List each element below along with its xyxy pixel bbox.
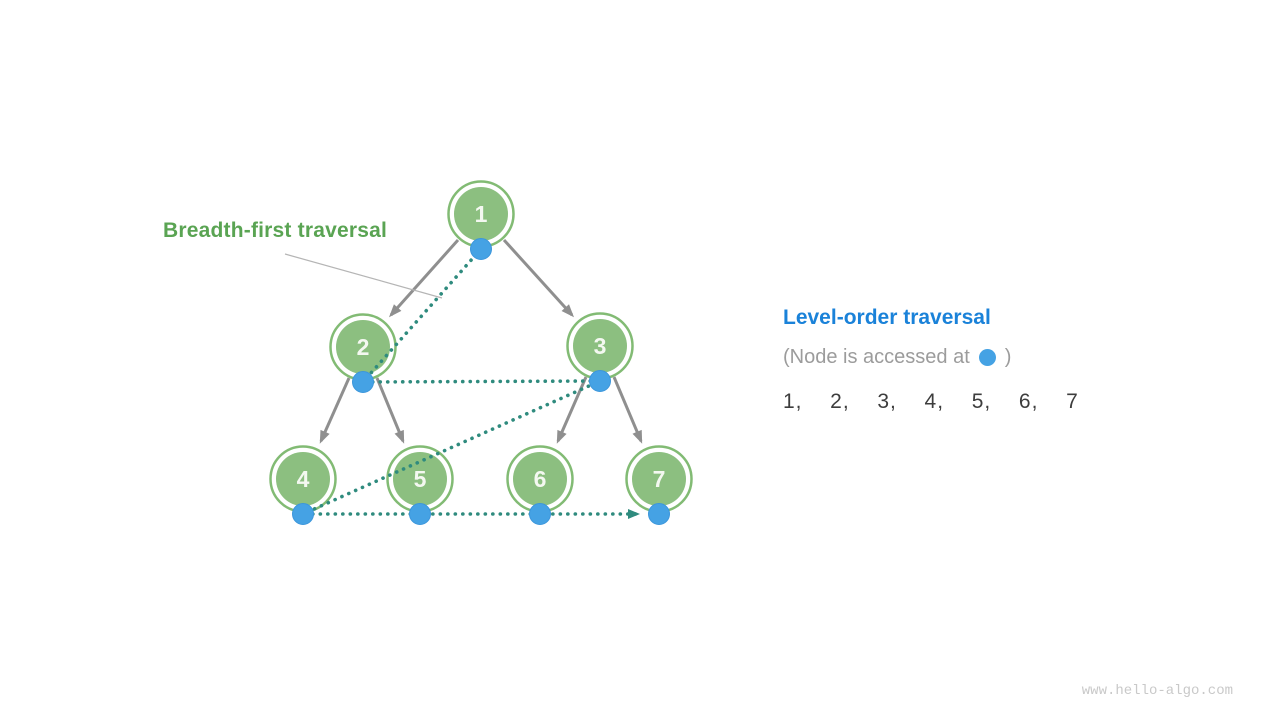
access-dot-icon: [978, 349, 996, 366]
label-pointer-line: [284, 253, 443, 299]
legend-block: Level-order traversal (Node is accessed …: [783, 306, 1113, 414]
edge-3-7: [612, 376, 643, 444]
node-body: [276, 452, 330, 506]
watermark-url: www.hello-algo.com: [1081, 683, 1233, 699]
tree-node-4: 4: [269, 445, 337, 513]
edge-1-2: [389, 239, 460, 318]
node-body: [513, 452, 567, 506]
access-dot-2: [352, 371, 374, 393]
tree-node-7: 7: [625, 445, 693, 513]
node-body: [393, 452, 447, 506]
node-label: 1: [475, 201, 488, 227]
edge-1-3: [502, 238, 575, 318]
node-body: [336, 320, 390, 374]
traversal-path: [301, 247, 640, 519]
tree-node-5: 5: [386, 445, 454, 513]
tree-node-3: 3: [566, 312, 634, 380]
node-label: 2: [357, 334, 370, 360]
node-label: 5: [414, 466, 427, 492]
node-label: 4: [297, 466, 310, 492]
legend-title: Level-order traversal: [783, 306, 991, 329]
tree-node-2: 2: [329, 313, 397, 381]
access-dot-1: [470, 238, 492, 260]
tree-node-6: 6: [506, 445, 574, 513]
edge-2-5: [375, 377, 405, 444]
legend-note-close-paren: ): [1004, 346, 1012, 368]
access-dot-3: [589, 370, 611, 392]
breadth-first-traversal-label: Breadth-first traversal: [163, 219, 388, 242]
traversal-sequence: 1, 2, 3, 4, 5, 6, 7: [783, 390, 1079, 413]
legend-note: (Node is accessed at ): [783, 346, 1113, 369]
node-label: 3: [594, 333, 607, 359]
edge-2-4: [319, 377, 351, 444]
access-dot-4: [292, 503, 314, 525]
node-label: 7: [653, 466, 666, 492]
legend-note-text: (Node is accessed at: [783, 346, 970, 368]
access-dots: [292, 238, 670, 525]
node-body: [632, 452, 686, 506]
tree-node-1: 1: [447, 180, 515, 248]
node-body: [573, 319, 627, 373]
edge-3-6: [556, 376, 588, 444]
node-body: [454, 187, 508, 241]
node-label: 6: [534, 466, 547, 492]
access-dot-5: [409, 503, 431, 525]
tree-nodes: 1 2 3 4 5: [269, 180, 693, 513]
access-dot-7: [648, 503, 670, 525]
access-dot-6: [529, 503, 551, 525]
